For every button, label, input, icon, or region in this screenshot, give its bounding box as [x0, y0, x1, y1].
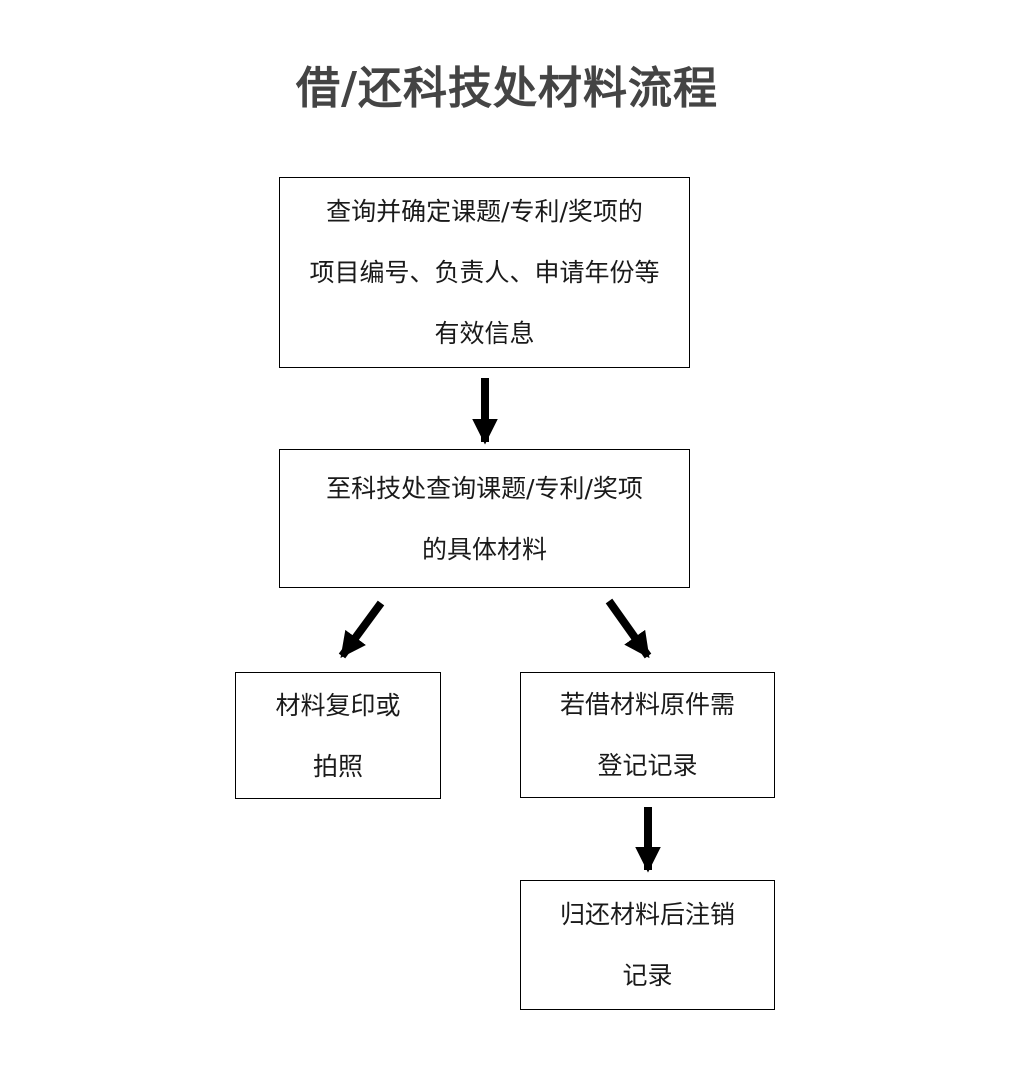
step-line: 项目编号、负责人、申请年份等: [309, 258, 660, 287]
step-line: 若借材料原件需: [559, 690, 735, 719]
down-right-arrow-icon: [605, 598, 652, 659]
diagram-title: 借/还科技处材料流程: [295, 63, 719, 114]
step-query-project-info: 查询并确定课题/专利/奖项的 项目编号、负责人、申请年份等 有效信息: [279, 177, 690, 368]
step-return-cancel-record: 归还材料后注销 记录: [520, 880, 775, 1010]
step-line: 查询并确定课题/专利/奖项的: [326, 197, 643, 226]
step-copy-or-photo: 材料复印或 拍照: [235, 672, 441, 799]
step-line: 拍照: [312, 751, 363, 781]
step-borrow-register: 若借材料原件需 登记记录: [520, 672, 775, 798]
step-line: 登记记录: [597, 751, 698, 780]
step-line: 的具体材料: [421, 534, 547, 564]
down-left-arrow-icon: [338, 600, 385, 659]
step-line: 归还材料后注销: [559, 900, 735, 929]
step-query-materials: 至科技处查询课题/专利/奖项 的具体材料: [279, 449, 690, 588]
step-line: 至科技处查询课题/专利/奖项: [326, 473, 643, 503]
step-line: 记录: [622, 961, 673, 990]
step-line: 材料复印或: [275, 690, 401, 720]
step-line: 有效信息: [434, 319, 535, 348]
